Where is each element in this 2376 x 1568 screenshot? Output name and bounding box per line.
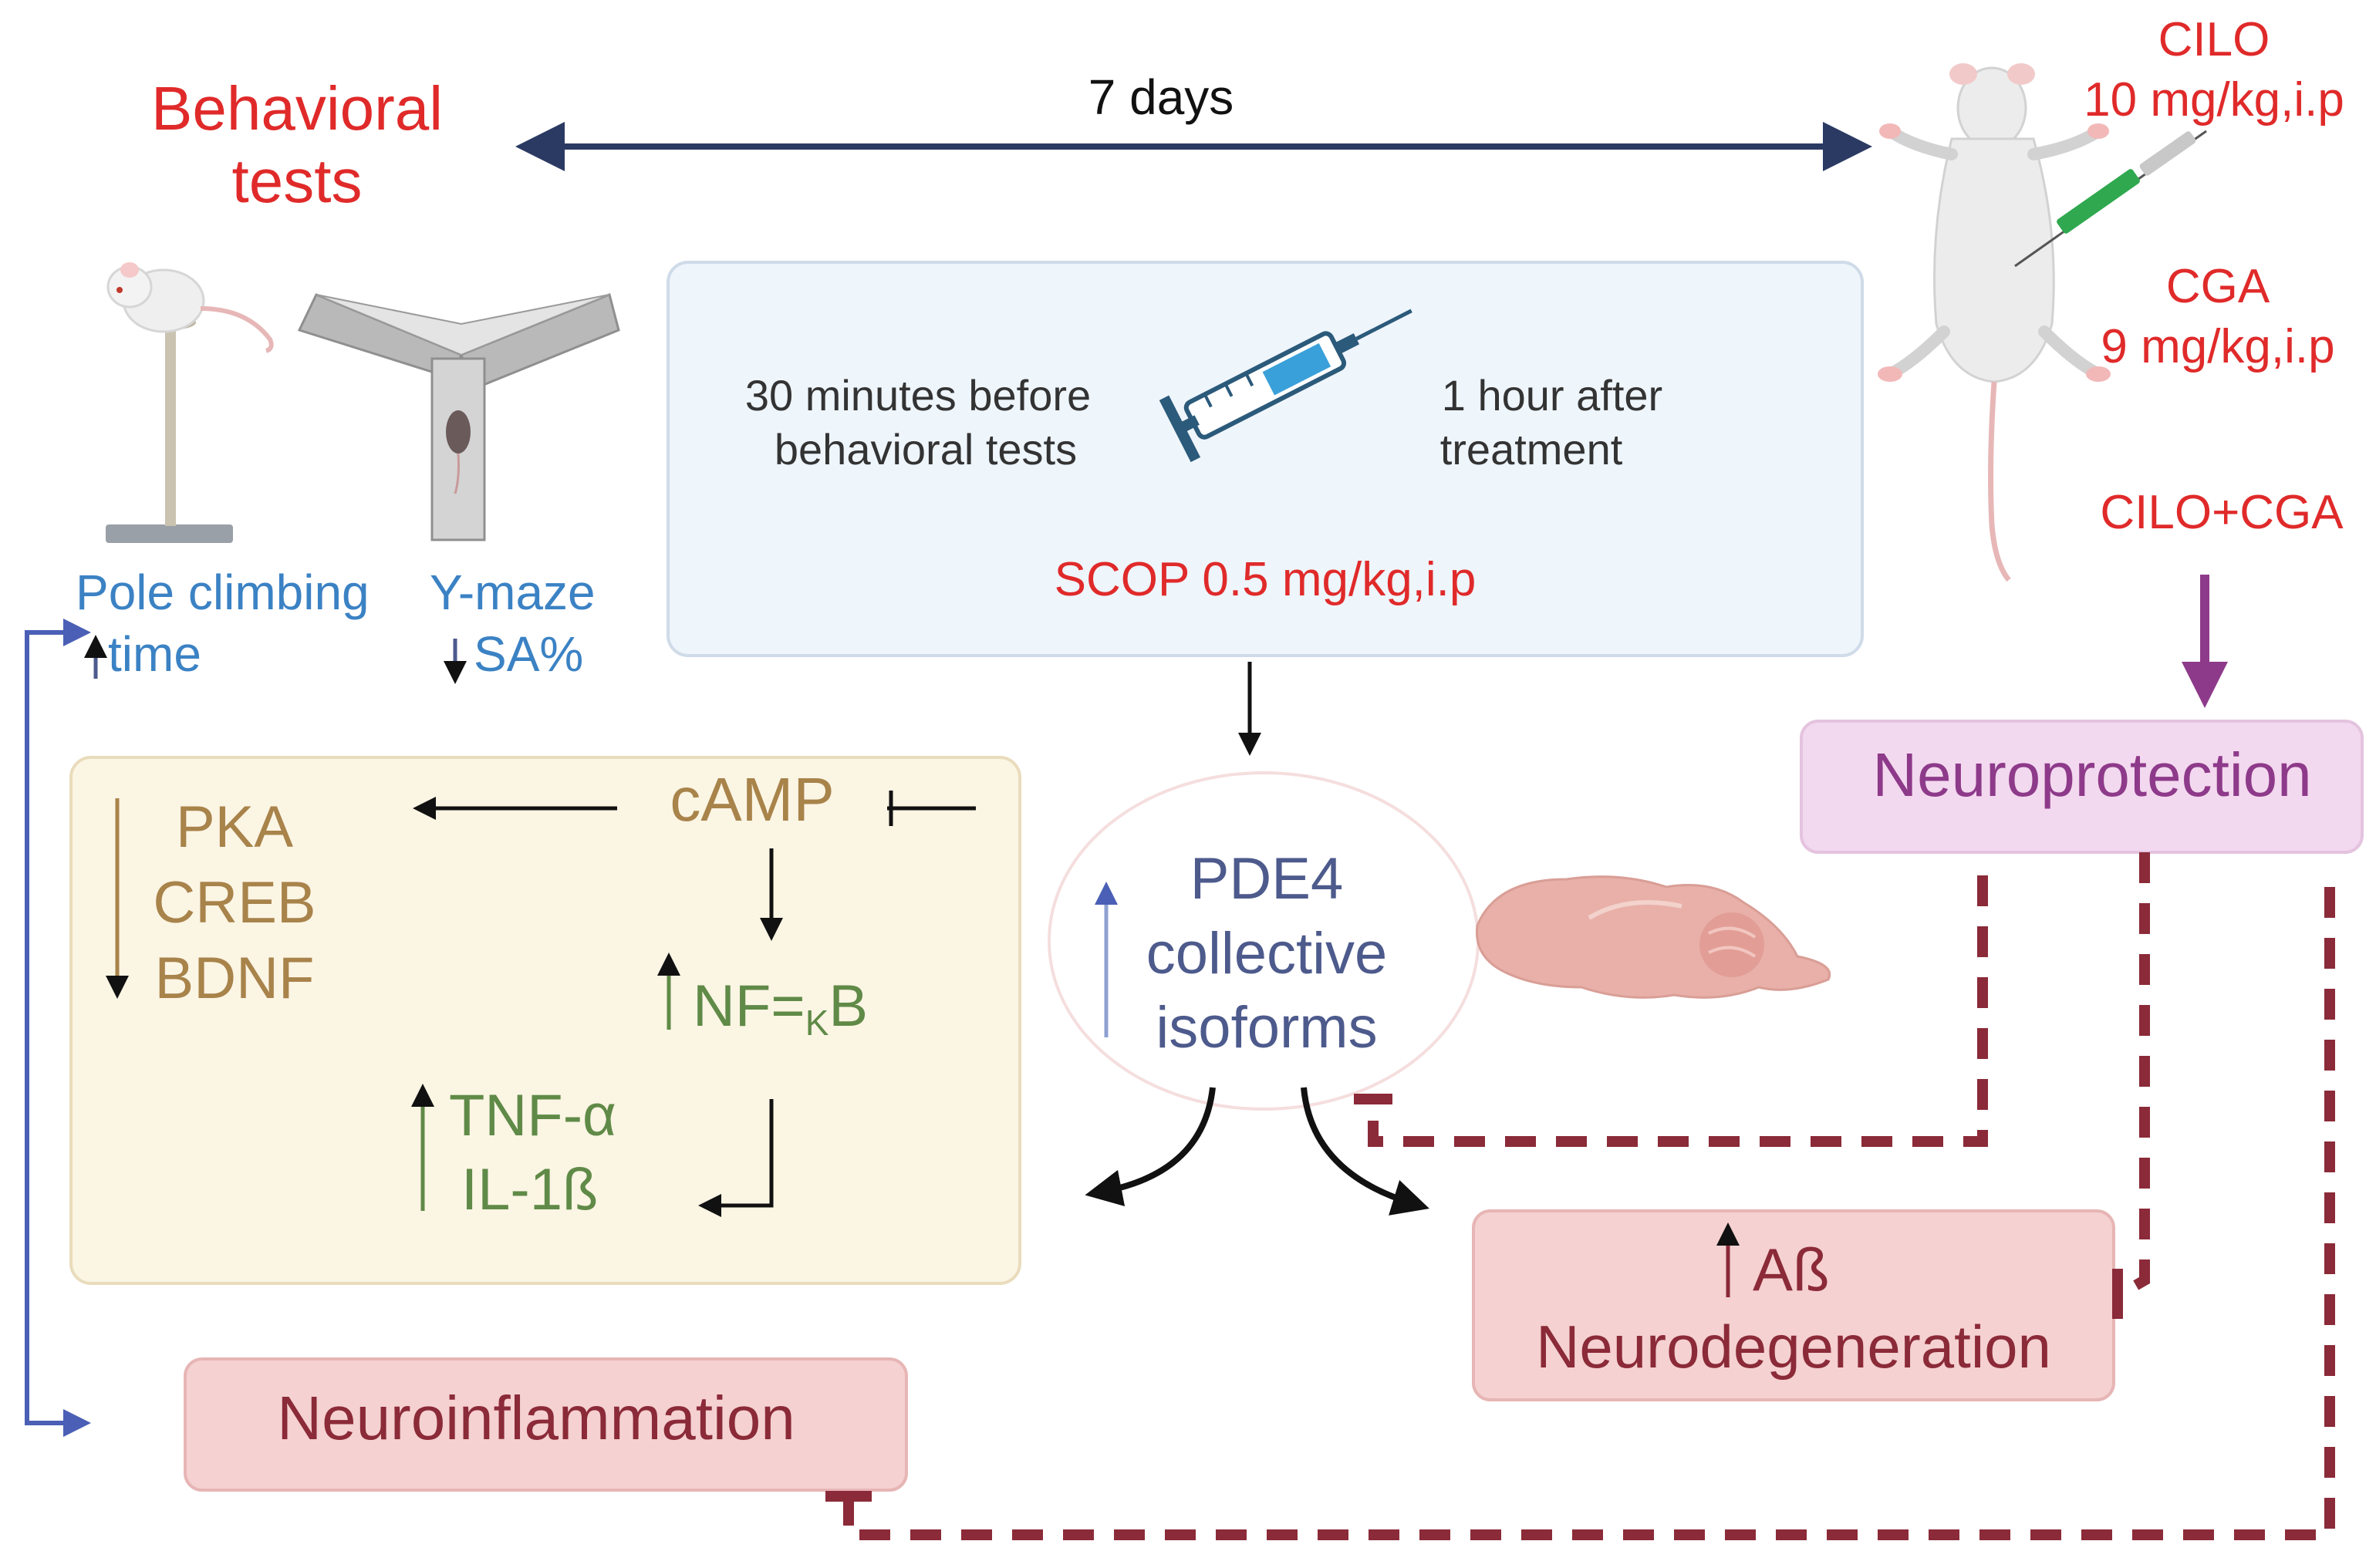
cilo-name: CILO: [2158, 13, 2270, 66]
pde4-to-neurodegeneration-arrow: [1301, 1087, 1429, 1216]
nfkb-to-cytokines-arrow: [698, 1099, 774, 1217]
abeta-label: Aß: [1753, 1236, 1830, 1303]
nfkb-subscript: K: [805, 1003, 829, 1043]
pde4-line2: collective: [1146, 921, 1388, 986]
tnf-label: TNF-α: [449, 1083, 616, 1148]
pathway-box: [69, 756, 1021, 1285]
y-maze-sa-label: SA%: [474, 626, 583, 682]
bdnf-label: BDNF: [155, 946, 315, 1011]
neuroinflammation-label: Neuroinflammation: [277, 1384, 795, 1452]
pole-climbing-time-label: time: [108, 626, 201, 682]
nfkb-main: NF=: [693, 973, 805, 1039]
neuroprotection-to-pde4-inhibition: [1368, 875, 1988, 1147]
neuroprotection-box: [1800, 720, 2364, 854]
pde4-line3: isoforms: [1156, 995, 1377, 1061]
neuroinflammation-box: [184, 1357, 908, 1492]
scop-protocol-box: [667, 261, 1864, 657]
neurodegeneration-label: Neurodegeneration: [1536, 1313, 2051, 1381]
injected-mouse-illustration: [1878, 63, 2207, 582]
after-treatment-line1: 1 hour after: [1442, 371, 1662, 420]
neuroprotection-label: Neuroprotection: [1872, 740, 2311, 809]
nfkb-label: NF=KB: [693, 973, 868, 1043]
cga-name: CGA: [2166, 260, 2270, 313]
y-maze-illustration: [297, 292, 620, 541]
syringe-icon: [1159, 309, 1412, 463]
pole-climbing-label: Pole climbing: [76, 565, 370, 620]
creb-label: CREB: [153, 870, 316, 936]
behavioral-title-line1: Behavioral: [151, 74, 443, 143]
y-maze-label: Y-maze: [430, 565, 596, 620]
neuroprotection-to-neuroinflammation-inhibition: [843, 887, 2335, 1540]
pole-climbing-mouse-illustration: [106, 262, 274, 543]
camp-label: cAMP: [670, 765, 834, 834]
pde4-to-neuroinflammation-arrow: [1085, 1087, 1216, 1207]
cilo-dose: 10 mg/kg,i.p: [2084, 73, 2344, 126]
behavioral-title-line2: tests: [232, 147, 363, 215]
after-treatment-line2: treatment: [1440, 425, 1623, 474]
cga-dose: 9 mg/kg,i.p: [2101, 320, 2334, 373]
pka-label: PKA: [176, 794, 293, 860]
combo-label: CILO+CGA: [2100, 486, 2344, 539]
duration-label: 7 days: [1088, 69, 1234, 125]
il1-label: IL-1ß: [461, 1157, 598, 1222]
scop-dose-label: SCOP 0.5 mg/kg,i.p: [1055, 553, 1477, 606]
brain-illustration: [1475, 875, 1831, 999]
before-tests-line2: behavioral tests: [775, 425, 1077, 474]
pde4-line1: PDE4: [1190, 846, 1344, 912]
neuroprotection-to-neurodegeneration-inhibition: [2114, 852, 2150, 1301]
nfkb-end: B: [829, 973, 868, 1039]
before-tests-line1: 30 minutes before: [745, 371, 1091, 420]
